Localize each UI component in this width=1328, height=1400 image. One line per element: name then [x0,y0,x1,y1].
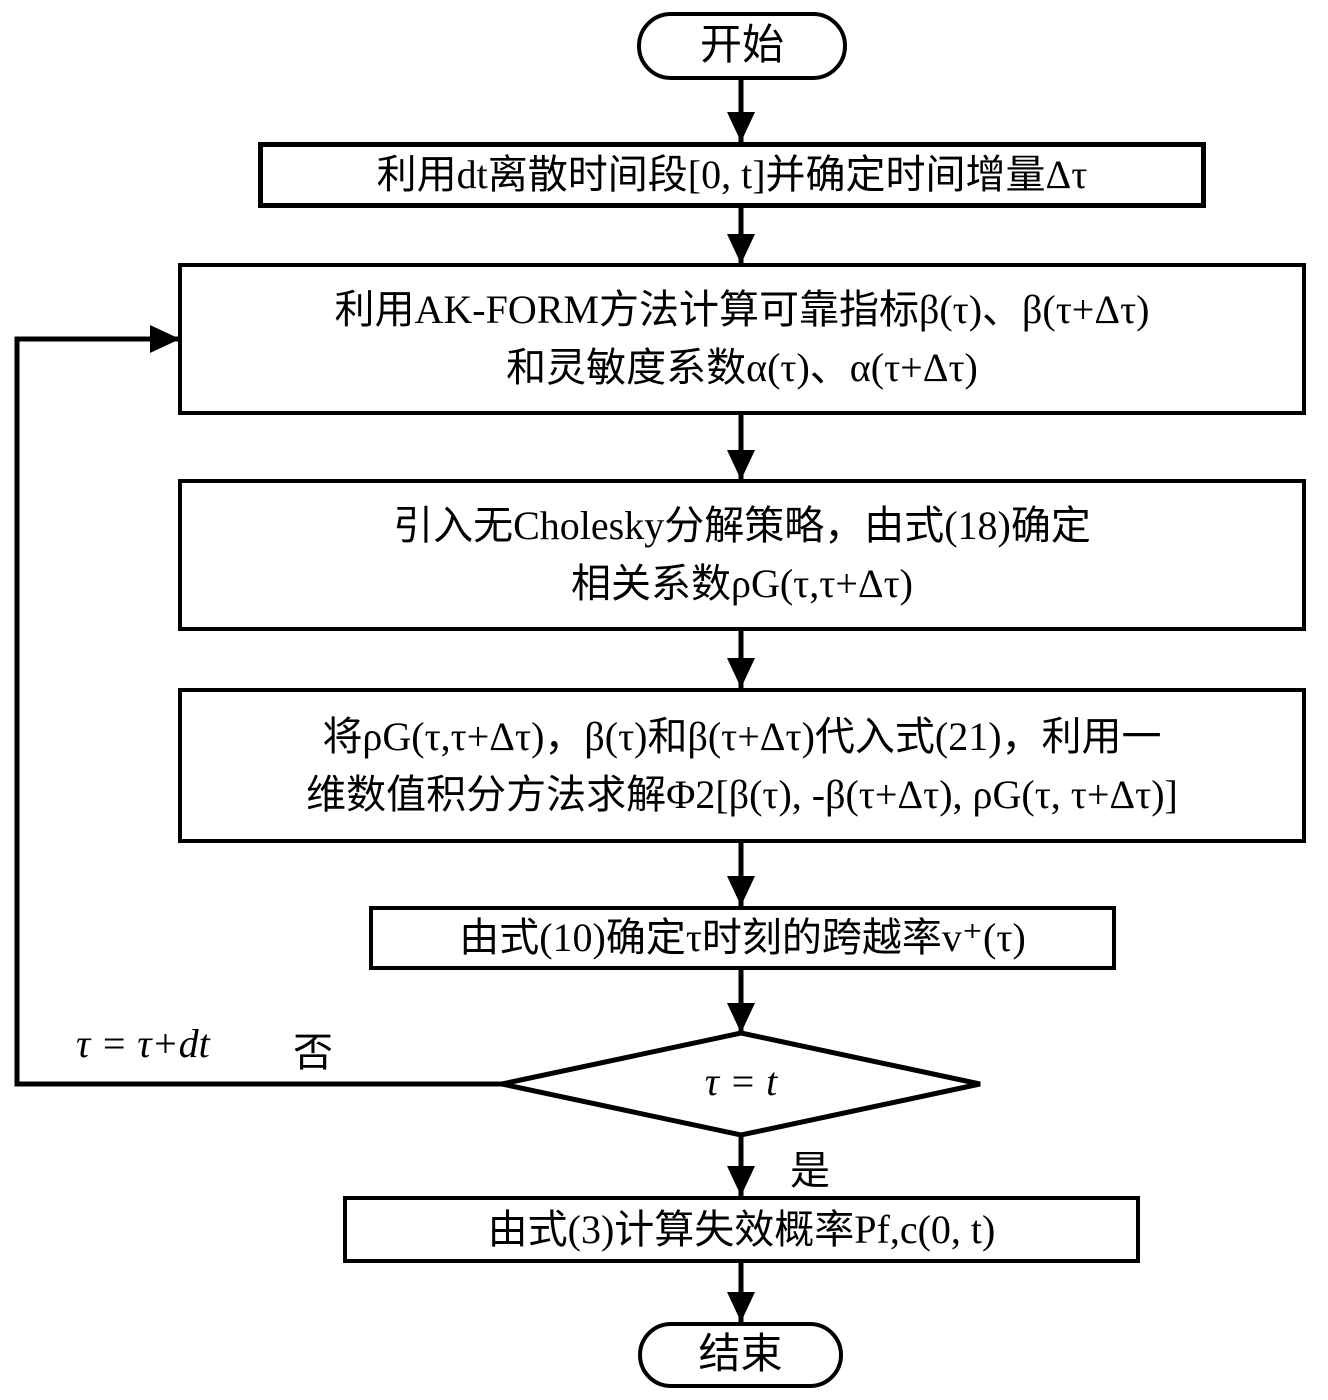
step-crossing-rate-text: 由式(10)确定τ时刻的跨越率v⁺(τ) [459,915,1026,960]
start-label: 开始 [699,23,784,69]
arrowhead [727,234,755,264]
arrowhead [727,1003,755,1033]
no-label: 否 [293,1020,333,1078]
step-discretize-text: 利用dt离散时间段[0, t]并确定时间增量Δτ [376,152,1088,197]
end-terminator: 结束 [638,1322,843,1388]
step-failure-probability-text: 由式(3)计算失效概率Pf,c(0, t) [487,1206,996,1252]
yes-label: 是 [790,1138,830,1196]
step-ak-form-line-1: 利用AK-FORM方法计算可靠指标β(τ)、β(τ+Δτ) [334,287,1150,332]
end-label: 结束 [698,1332,783,1378]
decision-condition: τ = t [704,1059,778,1104]
step-correlation: 引入无Cholesky分解策略，由式(18)确定 相关系数ρG(τ,τ+Δτ) [178,479,1306,631]
loop-update-label: τ = τ+dt [76,1020,210,1067]
step-integration-line-1: 将ρG(τ,τ+Δτ)，β(τ)和β(τ+Δτ)代入式(21)，利用一 [322,713,1162,759]
decision-label: τ = t [690,1058,792,1105]
arrowhead [727,1292,755,1322]
arrowhead [150,325,180,353]
step-ak-form-line-2: 和灵敏度系数α(τ)、α(τ+Δτ) [506,345,978,390]
arrowhead [727,450,755,480]
loop-back-line [14,336,502,1087]
no-text: 否 [293,1030,333,1075]
step-correlation-line-1: 引入无Cholesky分解策略，由式(18)确定 [393,503,1091,548]
step-integration: 将ρG(τ,τ+Δτ)，β(τ)和β(τ+Δτ)代入式(21)，利用一 维数值积… [178,688,1306,843]
arrowhead [727,112,755,142]
yes-text: 是 [790,1148,830,1193]
start-terminator: 开始 [637,12,847,80]
step-discretize: 利用dt离散时间段[0, t]并确定时间增量Δτ [258,142,1206,208]
step-crossing-rate: 由式(10)确定τ时刻的跨越率v⁺(τ) [369,906,1116,970]
step-correlation-line-2: 相关系数ρG(τ,τ+Δτ) [571,561,913,606]
arrowhead [727,658,755,688]
step-failure-probability: 由式(3)计算失效概率Pf,c(0, t) [343,1196,1140,1263]
arrowhead [727,876,755,906]
arrowhead [727,1166,755,1196]
loop-update-text: τ = τ+dt [76,1021,210,1066]
step-ak-form: 利用AK-FORM方法计算可靠指标β(τ)、β(τ+Δτ) 和灵敏度系数α(τ)… [178,263,1306,415]
step-integration-line-2: 维数值积分方法求解Φ2[β(τ), -β(τ+Δτ), ρG(τ, τ+Δτ)] [306,771,1178,817]
